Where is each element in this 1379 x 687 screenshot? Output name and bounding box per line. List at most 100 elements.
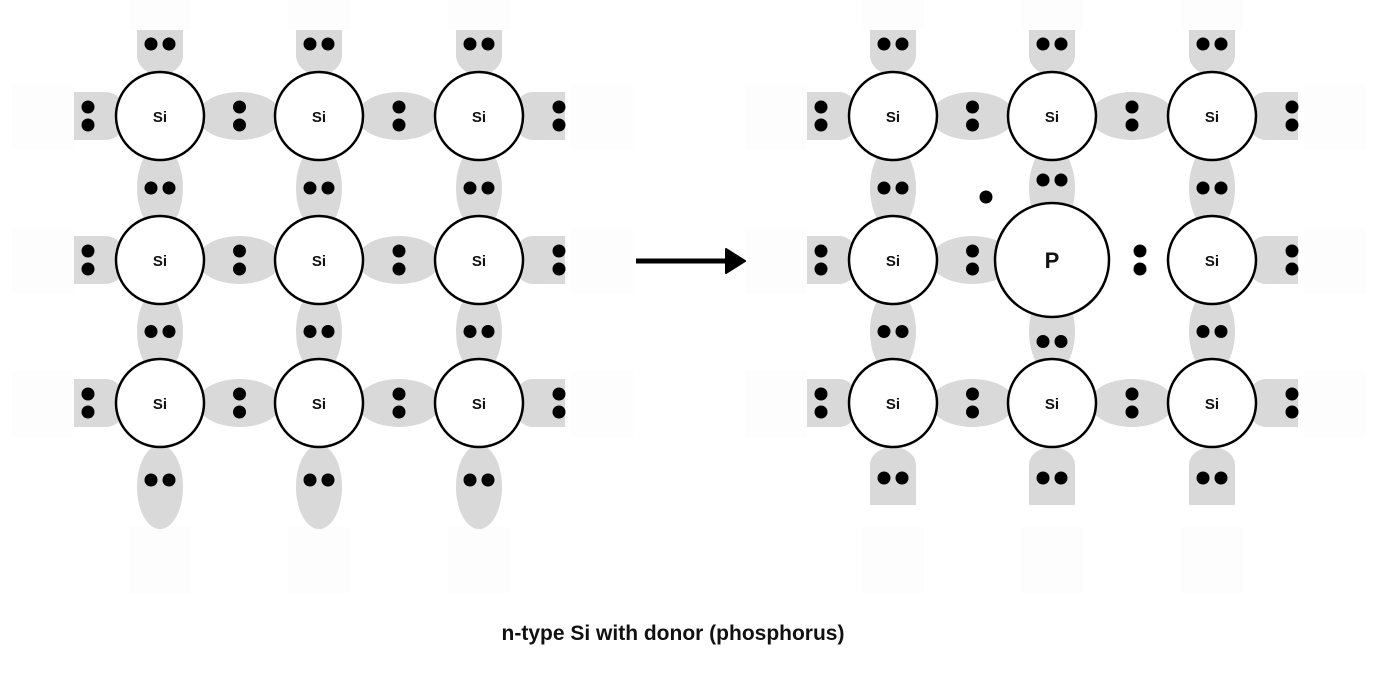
electron: [81, 262, 95, 276]
bond-lobe: [513, 379, 553, 427]
bond-lobe: [930, 236, 1015, 284]
electron: [321, 473, 335, 487]
electron: [1036, 37, 1050, 51]
silicon-atom: [114, 214, 206, 306]
faint-box: [745, 371, 807, 437]
electron: [1196, 471, 1210, 485]
electrons: [81, 37, 1299, 487]
electron: [162, 473, 176, 487]
silicon-atom: [433, 70, 525, 162]
electron: [1214, 37, 1228, 51]
electron: [966, 100, 979, 114]
electron: [233, 387, 246, 401]
electron: [1285, 405, 1299, 419]
silicon-atom: [1006, 70, 1098, 162]
faint-box: [745, 228, 807, 294]
silicon-label: Si: [153, 396, 167, 413]
electron: [966, 118, 979, 132]
electron: [392, 244, 406, 258]
bond-lobe: [930, 92, 1015, 140]
bond-lobe: [86, 379, 126, 427]
electron: [392, 387, 406, 401]
faint-box: [1304, 228, 1366, 294]
bond-lobe: [513, 236, 553, 284]
electron: [321, 325, 335, 338]
phosphorus-atom: [993, 201, 1111, 319]
bond-lobe: [513, 92, 553, 140]
electron: [966, 262, 979, 276]
electron: [81, 100, 95, 114]
faint-box: [862, 527, 924, 593]
bond-lobe: [197, 236, 282, 284]
bond-lobe: [137, 35, 183, 75]
bond-lobe: [1189, 447, 1235, 483]
electron: [303, 473, 317, 487]
electron: [814, 387, 828, 401]
electron: [1036, 173, 1050, 187]
electron: [233, 100, 246, 114]
bond-lobe: [137, 289, 183, 374]
bond-lobe: [456, 289, 502, 374]
bond-lobe: [1090, 379, 1174, 427]
faint-box: [1181, 527, 1243, 593]
electron: [1285, 118, 1299, 132]
electron: [1133, 262, 1147, 276]
electron: [162, 37, 176, 51]
electron: [233, 262, 246, 276]
silicon-atom: [847, 357, 939, 449]
silicon-label: Si: [472, 253, 486, 270]
electron: [1214, 181, 1228, 195]
faint-box: [1021, 0, 1083, 30]
bond-lobe: [357, 379, 441, 427]
silicon-label: Si: [1205, 253, 1219, 270]
silicon-atom: [847, 70, 939, 162]
electron: [552, 387, 566, 401]
bond-lobe: [86, 92, 126, 140]
faint-box: [571, 84, 633, 150]
silicon-atom: [1006, 357, 1098, 449]
electron: [233, 118, 246, 132]
bond-lobe: [296, 35, 342, 75]
electron: [877, 471, 891, 485]
electron: [81, 405, 95, 419]
diagram-caption: n-type Si with donor (phosphorus): [501, 622, 845, 645]
bond-lobe: [86, 236, 126, 284]
electron: [321, 37, 335, 51]
electron: [1125, 118, 1139, 132]
bond-lobe: [1090, 92, 1174, 140]
electron: [233, 244, 246, 258]
faint-box: [571, 371, 633, 437]
silicon-label: Si: [472, 396, 486, 413]
electron: [1133, 244, 1147, 258]
electron: [1054, 471, 1068, 485]
electron: [552, 244, 566, 258]
electron: [81, 244, 95, 258]
electron: [552, 118, 566, 132]
bond-lobe: [456, 146, 502, 230]
bond-lobe: [819, 92, 859, 140]
silicon-label: Si: [312, 109, 326, 126]
electron: [1196, 181, 1210, 195]
electron: [1285, 244, 1299, 258]
bond-lobe: [870, 289, 916, 374]
electron: [144, 37, 158, 51]
silicon-atom: [273, 357, 365, 449]
electron: [814, 100, 828, 114]
faint-box: [571, 228, 633, 294]
bond-lobe: [357, 92, 441, 140]
silicon-label: Si: [1045, 109, 1059, 126]
electron: [1196, 37, 1210, 51]
electron: [1125, 387, 1139, 401]
electron: [814, 244, 828, 258]
electron: [1285, 387, 1299, 401]
electron: [1125, 100, 1139, 114]
electron: [1196, 325, 1210, 338]
electron: [392, 100, 406, 114]
faint-box: [1304, 84, 1366, 150]
bond-lobe: [870, 35, 916, 75]
bond-lobe: [357, 236, 441, 284]
bond-lobe: [296, 289, 342, 374]
faint-box: [745, 84, 807, 150]
